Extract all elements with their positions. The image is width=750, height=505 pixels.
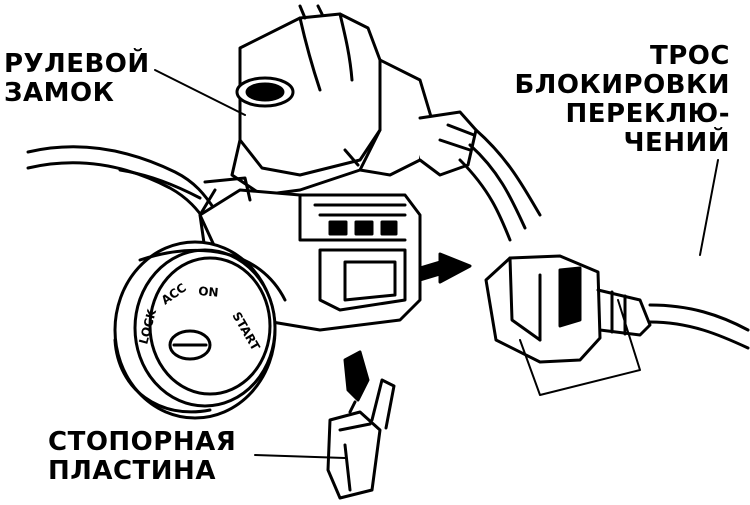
steering-lock-leader [154,69,246,116]
stop-plate-leader [254,454,346,459]
shift-lock-connector [484,254,750,364]
connector-callout-bracket [519,299,641,396]
mark-on: ON [198,284,219,300]
leader-lines [154,69,719,459]
shift-lock-cable-label: ТРОС БЛОКИРОВКИ ПЕРЕКЛЮ- ЧЕНИЙ [514,41,730,158]
connection-arrow [418,252,472,284]
left-wire-harness [26,145,217,224]
steering-lock-housing [230,4,434,197]
key-cylinder [113,240,287,420]
steering-lock-label: РУЛЕВОЙ ЗАМОК [4,49,150,108]
stop-plate [326,350,396,500]
right-connector-bracket [418,110,542,242]
cable-leader [699,159,719,256]
stop-plate-label: СТОПОРНАЯ ПЛАСТИНА [48,427,237,486]
